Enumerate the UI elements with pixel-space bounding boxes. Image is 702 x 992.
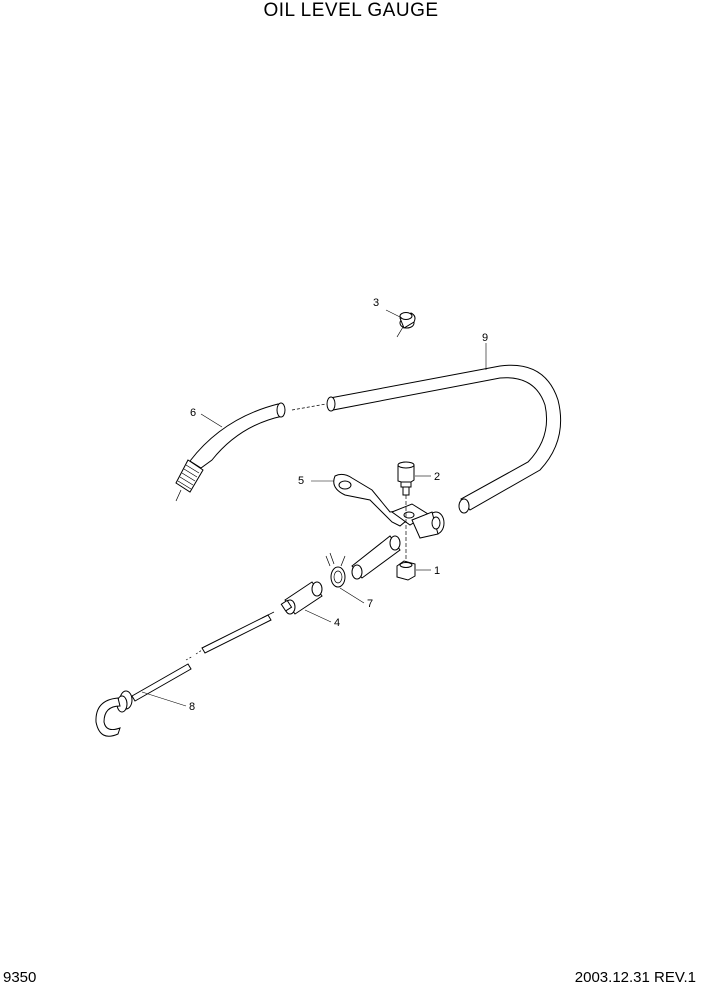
callout-4: 4 <box>334 617 340 629</box>
callout-3: 3 <box>373 297 379 309</box>
date-revision: 2003.12.31 REV.1 <box>574 969 696 986</box>
part-4-tube-fitting <box>280 535 401 623</box>
part-3-cap <box>385 309 416 338</box>
callout-5: 5 <box>298 475 304 487</box>
part-9-guide-tube <box>291 343 562 514</box>
callout-1: 1 <box>434 565 440 577</box>
callout-6: 6 <box>190 407 196 419</box>
part-6-hose <box>175 402 286 502</box>
part-1-nut <box>396 560 431 581</box>
callout-2: 2 <box>434 471 440 483</box>
part-8-dipstick <box>95 611 275 737</box>
part-7-clip <box>325 552 365 604</box>
page-title: OIL LEVEL GAUGE <box>263 0 439 21</box>
callout-8: 8 <box>189 701 195 713</box>
page-number: 9350 <box>3 969 37 986</box>
part-2-bolt <box>397 461 431 566</box>
callout-7: 7 <box>367 598 373 610</box>
part-9-clamp-ring <box>411 511 445 539</box>
callout-9: 9 <box>482 332 488 344</box>
